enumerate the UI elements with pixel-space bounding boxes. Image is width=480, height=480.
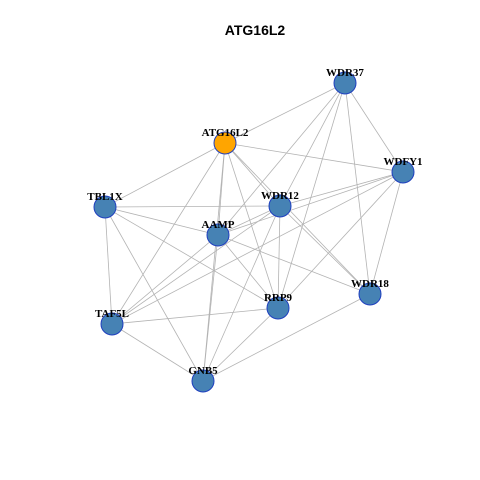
node-label-rrp9: RRP9 (264, 292, 293, 304)
nodes-layer (93, 71, 415, 393)
edge-wdr37-wdr18 (344, 82, 371, 295)
node-aamp[interactable] (206, 223, 230, 247)
edge-tbl1x-gnb5 (104, 206, 204, 382)
edge-aamp-gnb5 (202, 234, 219, 382)
node-taf5l[interactable] (100, 312, 124, 336)
node-label-wdr37: WDR37 (326, 67, 364, 79)
edges-layer (104, 82, 404, 382)
edge-wdr37-aamp (217, 82, 346, 236)
node-wdr18[interactable] (358, 282, 382, 306)
node-label-atg16l2: ATG16L2 (202, 127, 249, 139)
edge-aamp-taf5l (111, 234, 219, 325)
edge-wdfy1-aamp (217, 171, 404, 236)
node-rrp9[interactable] (266, 296, 290, 320)
node-tbl1x[interactable] (93, 195, 117, 219)
node-wdfy1[interactable] (391, 160, 415, 184)
node-wdr12[interactable] (268, 194, 292, 218)
node-label-tbl1x: TBL1X (87, 191, 123, 203)
edge-wdr12-rrp9 (277, 205, 281, 309)
edge-wdr12-wdr18 (279, 205, 371, 295)
edge-rrp9-gnb5 (202, 307, 279, 382)
node-gnb5[interactable] (191, 369, 215, 393)
edge-atg16l2-gnb5 (202, 142, 226, 382)
node-label-taf5l: TAF5L (95, 308, 129, 320)
edge-wdr18-gnb5 (202, 293, 371, 382)
edge-atg16l2-wdfy1 (224, 142, 404, 173)
edge-tbl1x-wdr12 (104, 205, 281, 208)
edge-atg16l2-wdr12 (224, 142, 281, 207)
edge-aamp-wdr18 (217, 234, 371, 295)
edge-wdr37-wdfy1 (344, 82, 404, 173)
edge-atg16l2-rrp9 (224, 142, 279, 309)
edge-rrp9-taf5l (111, 307, 279, 325)
edge-tbl1x-taf5l (104, 206, 113, 325)
node-atg16l2[interactable] (213, 131, 237, 155)
edge-wdr12-taf5l (111, 205, 281, 325)
edge-wdr37-wdr12 (279, 82, 346, 207)
edge-wdr37-rrp9 (277, 82, 346, 309)
edge-wdfy1-wdr18 (369, 171, 404, 295)
edge-wdfy1-wdr12 (279, 171, 404, 207)
edge-tbl1x-aamp (104, 206, 219, 236)
node-wdr37[interactable] (333, 71, 357, 95)
edge-atg16l2-wdr18 (224, 142, 371, 295)
edge-aamp-rrp9 (217, 234, 279, 309)
node-label-aamp: AAMP (202, 219, 235, 231)
node-label-wdr12: WDR12 (261, 190, 299, 202)
node-label-wdr18: WDR18 (351, 278, 389, 290)
node-label-gnb5: GNB5 (188, 365, 218, 377)
edge-atg16l2-tbl1x (104, 142, 226, 208)
edge-wdfy1-rrp9 (277, 171, 404, 309)
edge-atg16l2-wdr37 (224, 82, 346, 144)
edge-wdr12-gnb5 (202, 205, 281, 382)
edge-taf5l-gnb5 (111, 323, 204, 382)
graph-title: ATG16L2 (225, 22, 286, 38)
edge-atg16l2-taf5l (111, 142, 226, 325)
node-label-wdfy1: WDFY1 (383, 156, 422, 168)
edge-wdfy1-taf5l (111, 171, 404, 325)
